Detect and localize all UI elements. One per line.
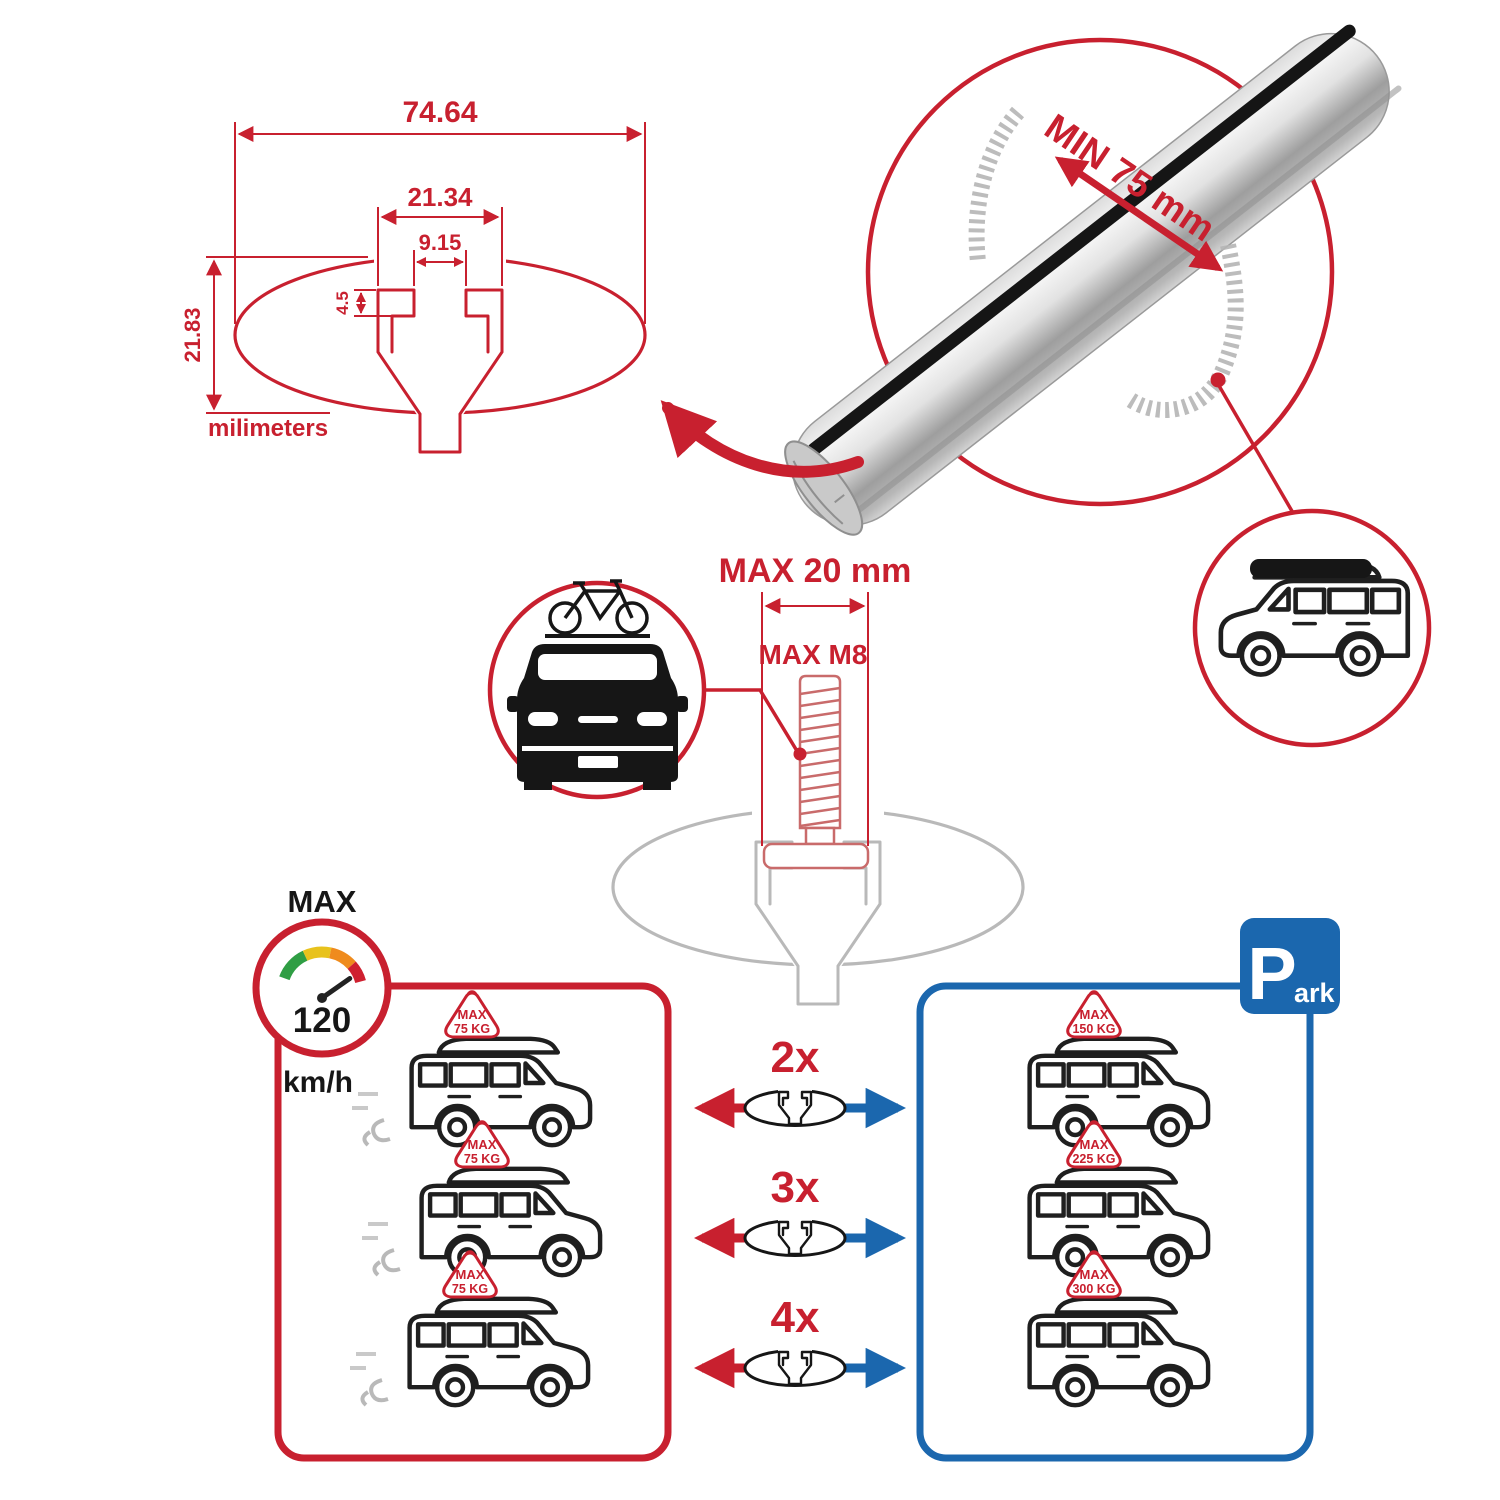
count-row-1: 2x xyxy=(693,1033,907,1129)
sign-max: MAX xyxy=(1080,1007,1109,1022)
speed-value: 120 xyxy=(293,1001,351,1040)
sign-load: 75 KG xyxy=(452,1282,488,1296)
bolt-dimension-lines xyxy=(761,592,869,846)
driving-car-2: MAX 75 KG xyxy=(362,1120,600,1277)
bar-end-cap xyxy=(784,440,864,536)
sign-load: 300 KG xyxy=(1072,1282,1115,1296)
suv-roofbox-detail xyxy=(1192,508,1432,748)
clamp-strap-right xyxy=(1123,243,1244,418)
sign-max: MAX xyxy=(456,1267,485,1282)
suv-icon xyxy=(412,1039,590,1145)
dim-channel-width: 21.34 xyxy=(407,182,473,212)
exhaust-smoke-icon xyxy=(362,1118,391,1147)
count-row-3: 4x xyxy=(693,1293,907,1389)
bolt-max-width-label: MAX 20 mm xyxy=(719,552,912,590)
bike-icon xyxy=(545,579,650,638)
sign-max: MAX xyxy=(468,1137,497,1152)
car-front-icon xyxy=(507,644,688,790)
sign-max: MAX xyxy=(458,1007,487,1022)
sign-load: 75 KG xyxy=(454,1022,490,1036)
count-label: 2x xyxy=(771,1033,820,1082)
speed-lines xyxy=(350,1352,376,1370)
car-bike-detail xyxy=(487,579,707,800)
min-span-arrow xyxy=(1054,156,1224,272)
suv-icon xyxy=(1030,1039,1209,1145)
driving-car-3: MAX 75 KG xyxy=(350,1250,588,1407)
exhaust-smoke-icon xyxy=(372,1248,401,1277)
suv-icon xyxy=(410,1299,588,1405)
dim-profile-height: 21.83 xyxy=(180,307,205,362)
driving-box xyxy=(274,982,672,1462)
speed-lines xyxy=(362,1222,388,1240)
speedometer-icon xyxy=(252,918,392,1058)
park-sign-icon xyxy=(1240,918,1340,1014)
sign-max: MAX xyxy=(1080,1137,1109,1152)
t-bolt-icon xyxy=(762,674,870,870)
speed-lines xyxy=(352,1092,378,1110)
bolt-max-thread-label: MAX M8 xyxy=(759,639,868,670)
driving-car-1: MAX 75 KG xyxy=(352,990,590,1147)
count-label: 4x xyxy=(771,1293,820,1342)
count-label: 3x xyxy=(771,1163,820,1212)
suv-icon xyxy=(1030,1169,1209,1275)
roof-box-icon xyxy=(1250,559,1372,578)
sign-load: 150 KG xyxy=(1072,1022,1115,1036)
sign-load: 75 KG xyxy=(464,1152,500,1166)
bar-zoom-detail: MIN 75 mm xyxy=(660,24,1432,748)
suv-icon xyxy=(422,1169,600,1275)
callout-dot xyxy=(1210,372,1226,388)
technical-drawing: 74.64 21.34 9.15 4.5 21.83 milimeters xyxy=(180,96,647,456)
max-load-sign: MAX 75 KG xyxy=(444,990,500,1039)
parked-car-3: MAX 300 KG xyxy=(1030,1250,1209,1406)
gauge-needle xyxy=(319,976,353,1001)
park-letter: P xyxy=(1247,932,1296,1015)
load-comparison: MAX 120 km/h P ark MAX 75 KG xyxy=(252,884,1340,1462)
crossbar-section-icon xyxy=(743,1087,847,1127)
parking-box xyxy=(916,982,1314,1462)
bolt-callout-line xyxy=(704,688,799,752)
speed-unit: km/h xyxy=(283,1066,353,1099)
dim-unit-label: milimeters xyxy=(208,415,328,442)
crossbar-section-icon xyxy=(743,1217,847,1257)
bolt-detail: MAX 20 mm MAX M8 xyxy=(487,552,1025,1008)
max-load-sign: MAX 300 KG xyxy=(1066,1250,1122,1299)
dim-opening-width: 9.15 xyxy=(419,230,462,255)
parked-car-2: MAX 225 KG xyxy=(1030,1120,1209,1276)
max-load-sign: MAX 75 KG xyxy=(454,1120,510,1169)
zoom-arrow xyxy=(660,400,864,478)
park-suffix: ark xyxy=(1294,978,1336,1008)
dim-total-width: 74.64 xyxy=(402,96,477,129)
sign-max: MAX xyxy=(1080,1267,1109,1282)
crossbar-section-icon xyxy=(743,1347,847,1387)
exhaust-smoke-icon xyxy=(360,1378,389,1407)
count-row-2: 3x xyxy=(693,1163,907,1259)
suv-icon xyxy=(1030,1299,1209,1405)
max-load-sign: MAX 150 KG xyxy=(1066,990,1122,1039)
dim-lip-depth: 4.5 xyxy=(333,291,352,315)
speed-limit-gauge: MAX 120 km/h xyxy=(252,884,392,1099)
callout-line xyxy=(1216,383,1298,519)
parked-car-1: MAX 150 KG xyxy=(1030,990,1209,1146)
sign-load: 225 KG xyxy=(1072,1152,1115,1166)
park-sign: P ark xyxy=(1240,918,1340,1015)
dimension-lines xyxy=(206,122,646,414)
max-load-sign: MAX 225 KG xyxy=(1066,1120,1122,1169)
max-load-sign: MAX 75 KG xyxy=(442,1250,498,1299)
speed-max-label: MAX xyxy=(288,884,357,919)
